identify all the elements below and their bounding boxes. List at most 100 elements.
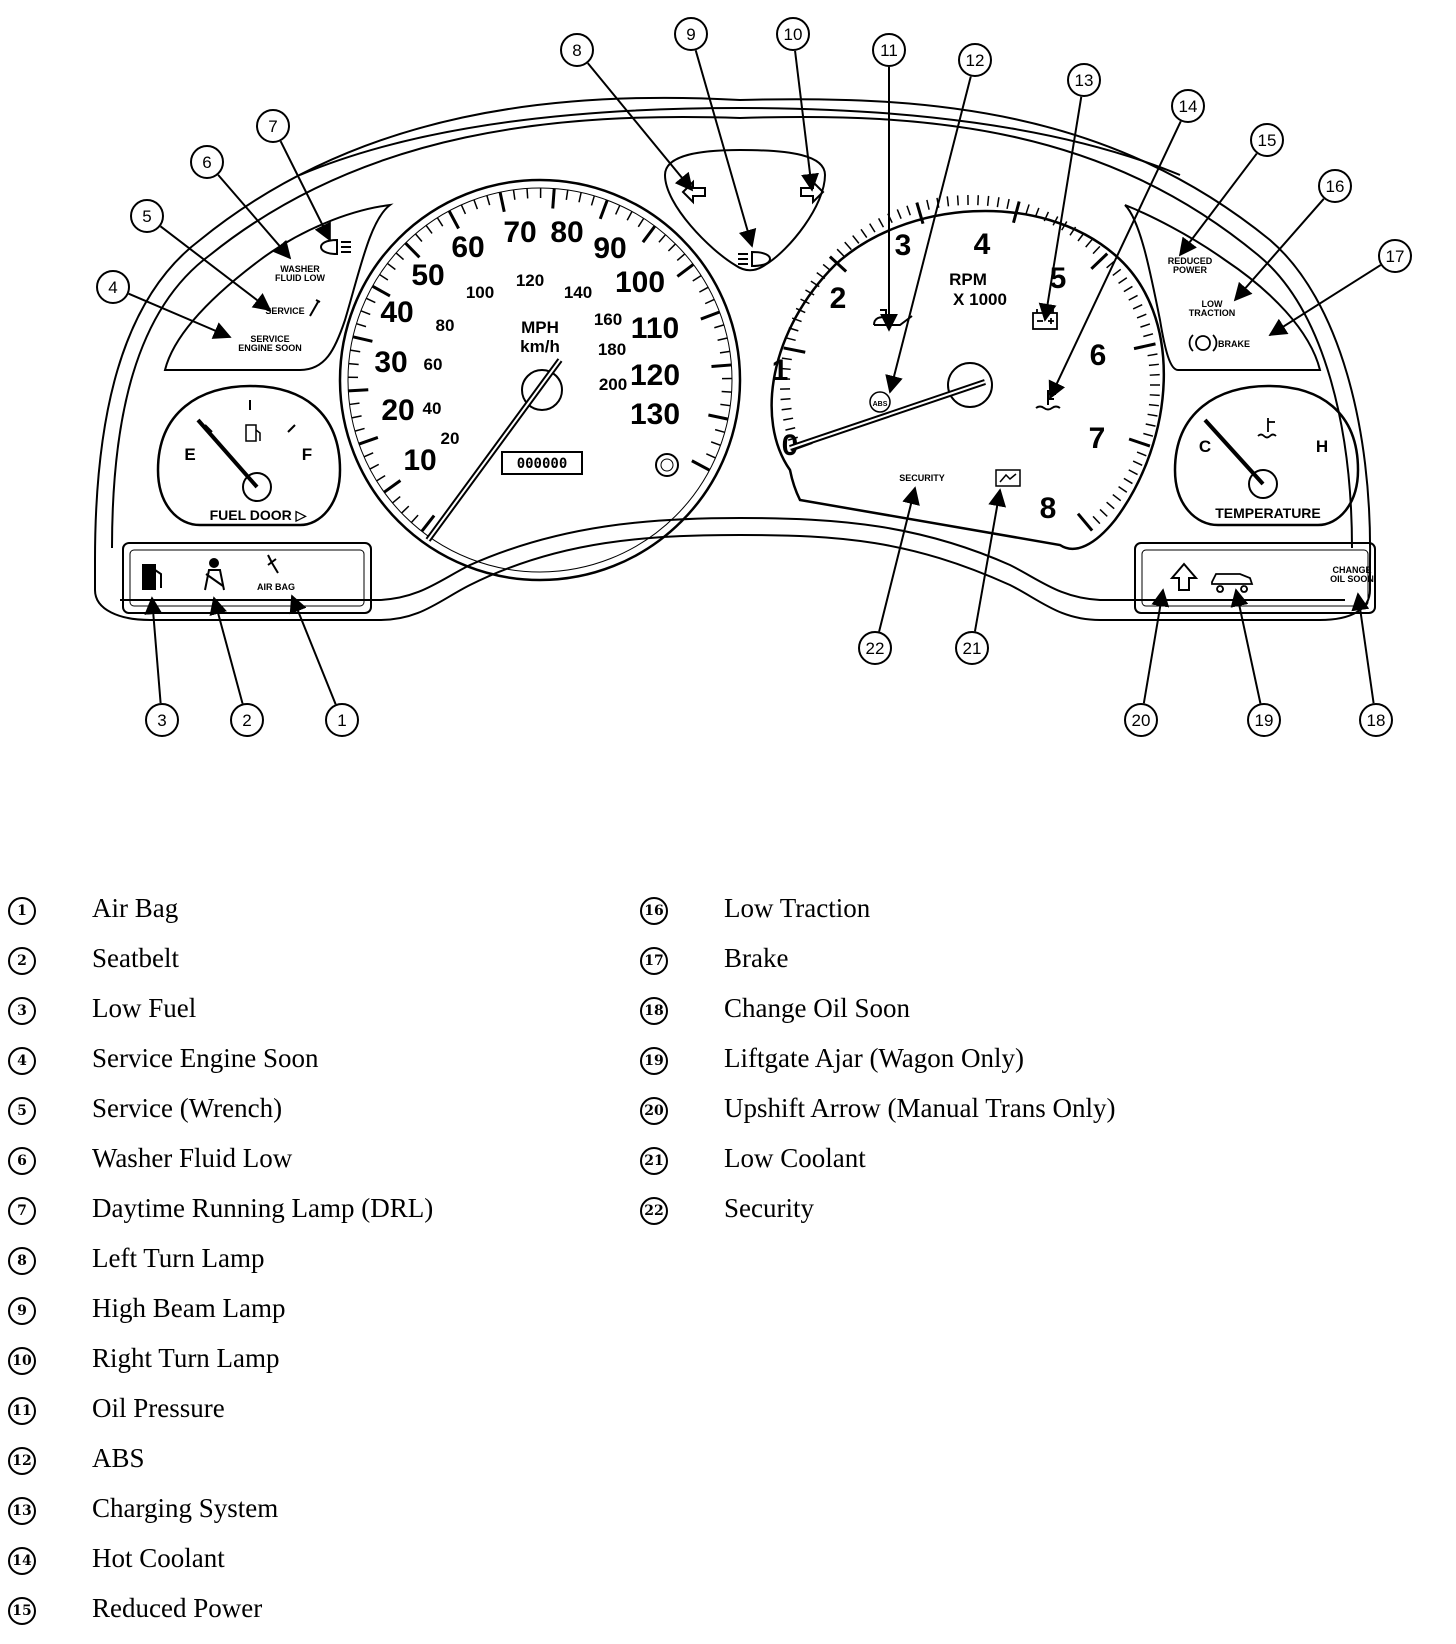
odometer-reading: 000000 <box>517 456 568 472</box>
speedometer-tick <box>512 189 516 200</box>
callout-3: 3 <box>144 596 179 737</box>
speedometer-tick <box>699 286 709 293</box>
tachometer-tick <box>906 205 911 216</box>
speedometer-tick <box>360 310 371 316</box>
tachometer-tick <box>1128 469 1138 476</box>
callout-4: 4 <box>96 270 232 339</box>
kmh-tick-label: 160 <box>594 310 622 329</box>
service-indicator: SERVICE <box>265 306 304 316</box>
legend-label: Left Turn Lamp <box>92 1243 265 1273</box>
tachometer-tick <box>1147 413 1158 417</box>
rpm-unit: RPM <box>949 270 987 289</box>
speedometer-tick <box>349 402 360 406</box>
kmh-tick-label: 120 <box>516 271 544 290</box>
tachometer-tick <box>896 209 902 219</box>
speedometer-tick <box>717 337 728 341</box>
temperature-gauge: C H TEMPERATURE <box>1173 384 1360 527</box>
speedometer-tick <box>721 390 732 393</box>
legend-label: Hot Coolant <box>92 1543 225 1573</box>
callout-1: 1 <box>289 594 359 737</box>
tachometer-tick <box>791 317 802 323</box>
speedometer-tick <box>676 253 686 262</box>
speedometer-tick <box>691 459 711 472</box>
callout-number: 14 <box>1179 97 1198 116</box>
callout-6: 6 <box>190 145 292 260</box>
tachometer-tick <box>956 195 959 206</box>
mph-tick-label: 100 <box>615 266 665 299</box>
tachometer-tick <box>783 346 806 354</box>
tachometer-tick <box>785 337 796 342</box>
legend-number: 4 <box>8 1047 36 1075</box>
legend-label: Washer Fluid Low <box>92 1143 293 1173</box>
legend-label: Low Fuel <box>92 993 197 1023</box>
tachometer-tick <box>1143 333 1154 338</box>
callout-14: 14 <box>1048 89 1205 400</box>
legend-item: 1 Air Bag <box>8 893 708 943</box>
turn-signal-pod <box>663 148 827 272</box>
tachometer-tick <box>1148 403 1159 407</box>
callout-number: 17 <box>1386 247 1405 266</box>
tachometer-tick <box>1123 477 1133 485</box>
legend-number: 20 <box>640 1097 668 1125</box>
callout-number: 7 <box>268 117 277 136</box>
callout-21: 21 <box>955 488 1007 665</box>
callout-number: 9 <box>686 25 695 44</box>
speedometer-tick <box>352 335 373 343</box>
mph-tick-label: 120 <box>630 359 680 392</box>
speedometer-tick <box>348 362 359 366</box>
legend-label: Change Oil Soon <box>724 993 910 1023</box>
tachometer-tick <box>1118 277 1128 284</box>
legend-number: 12 <box>8 1447 36 1475</box>
mph-tick-label: 70 <box>503 216 536 249</box>
tachometer-tick <box>1132 304 1143 310</box>
callout-11: 11 <box>872 33 906 332</box>
tachometer-tick <box>785 427 796 431</box>
speedometer-tick <box>526 188 529 199</box>
tachometer-tick <box>1043 211 1050 222</box>
tachometer-tick <box>1061 221 1068 231</box>
legend-number: 21 <box>640 1147 668 1175</box>
legend-number: 19 <box>640 1047 668 1075</box>
air-bag-icon: AIR BAG <box>257 554 295 592</box>
speedometer-tick <box>410 514 419 524</box>
tachometer-tick <box>1136 313 1147 319</box>
speedometer-tick <box>711 363 732 369</box>
legend-label: Right Turn Lamp <box>92 1343 280 1373</box>
callout-number: 15 <box>1258 131 1277 150</box>
tachometer-tick <box>926 199 930 210</box>
legend-number: 14 <box>8 1547 36 1575</box>
callout-15: 15 <box>1178 123 1284 257</box>
callout-17: 17 <box>1268 239 1412 336</box>
tachometer-tick <box>828 255 848 273</box>
callout-number: 19 <box>1255 711 1274 730</box>
legend-number: 17 <box>640 947 668 975</box>
svg-text:AIR BAG: AIR BAG <box>257 582 295 592</box>
trip-reset-knob[interactable] <box>655 453 679 477</box>
wrench-icon <box>309 299 321 317</box>
tachometer-tick <box>1006 198 1010 210</box>
tachometer-tick <box>844 241 852 251</box>
left-indicator-panel <box>163 203 394 371</box>
legend-label: Air Bag <box>92 893 179 923</box>
liftgate-ajar-icon <box>1211 573 1254 593</box>
legend-label: Charging System <box>92 1493 279 1523</box>
speedometer-tick <box>376 474 386 482</box>
tachometer-tick <box>1034 207 1040 218</box>
speedometer-tick <box>363 452 374 458</box>
tachometer-tick <box>1106 260 1115 269</box>
legend-number: 7 <box>8 1197 36 1225</box>
legend-number: 1 <box>8 897 36 925</box>
tachometer-tick <box>795 307 806 314</box>
speedometer-tick <box>667 243 676 252</box>
tachometer-tick <box>781 357 792 361</box>
